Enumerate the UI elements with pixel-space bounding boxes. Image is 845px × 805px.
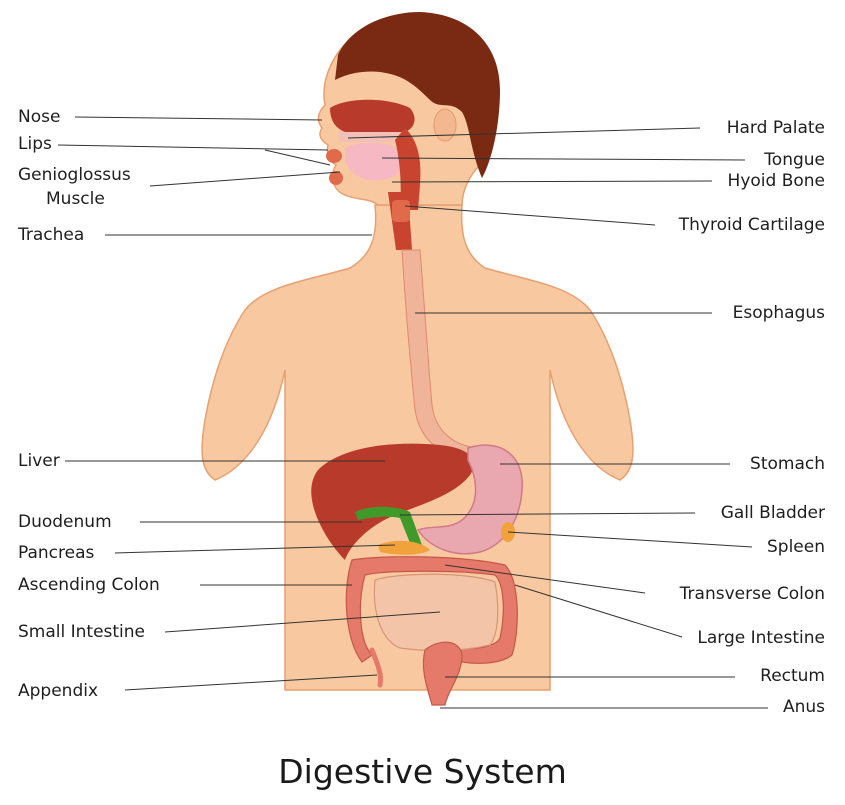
label-thyroid-cartilage: Thyroid Cartilage xyxy=(678,215,825,235)
diagram-title: Digestive System xyxy=(278,752,567,791)
leader-small-intestine xyxy=(164,611,441,633)
label-anus: Anus xyxy=(782,697,825,717)
leader-tongue xyxy=(381,157,746,161)
label-large-intestine: Large Intestine xyxy=(697,628,825,648)
label-ascending-colon: Ascending Colon xyxy=(18,575,160,595)
label-esophagus: Esophagus xyxy=(732,303,825,323)
leader-hard-palate xyxy=(347,127,701,139)
label-liver: Liver xyxy=(18,451,60,471)
pharynx xyxy=(395,128,421,210)
leader-hyoid xyxy=(391,180,713,183)
ear xyxy=(433,108,457,142)
label-hard-palate: Hard Palate xyxy=(726,118,825,138)
label-hyoid-bone: Hyoid Bone xyxy=(727,171,825,191)
leader-lines xyxy=(57,116,768,709)
leader-pancreas xyxy=(114,544,396,554)
nasal-cavity xyxy=(330,99,415,132)
label-gall-bladder: Gall Bladder xyxy=(720,503,825,523)
label-genioglossus-line2: Muscle xyxy=(46,189,105,209)
label-lips: Lips xyxy=(18,134,52,154)
leader-genioglossus xyxy=(149,171,341,187)
appendix-shape xyxy=(369,647,383,688)
leader-large-intestine xyxy=(514,584,683,638)
label-stomach: Stomach xyxy=(750,454,825,474)
label-nose: Nose xyxy=(18,107,61,127)
lips-shape xyxy=(326,149,342,163)
stomach-shape xyxy=(416,444,523,555)
leader-appendix xyxy=(124,674,378,691)
label-duodenum: Duodenum xyxy=(18,512,112,532)
label-tongue: Tongue xyxy=(764,150,825,170)
rectum-shape xyxy=(422,641,463,706)
label-small-intestine: Small Intestine xyxy=(18,622,146,642)
hair xyxy=(335,12,500,178)
leader-gall-bladder xyxy=(399,512,696,516)
label-pancreas: Pancreas xyxy=(18,543,95,563)
leader-nose xyxy=(74,116,323,121)
leader-thyroid xyxy=(404,205,656,226)
gall-bladder-shape xyxy=(355,506,422,548)
label-appendix: Appendix xyxy=(18,681,99,701)
leader-lips-1 xyxy=(57,144,329,151)
label-trachea: Trachea xyxy=(18,225,85,245)
label-rectum: Rectum xyxy=(760,666,825,686)
label-transverse-colon: Transverse Colon xyxy=(679,584,825,604)
leader-transverse-colon xyxy=(444,564,646,594)
thyroid-shape xyxy=(392,200,410,222)
tongue-shape xyxy=(345,142,406,181)
label-spleen: Spleen xyxy=(767,537,825,557)
lips-lower-shape xyxy=(329,171,343,185)
liver-shape xyxy=(311,443,474,560)
label-genioglossus-line1: Genioglossus xyxy=(18,165,131,185)
colon-shape xyxy=(345,556,518,664)
leader-lips-2 xyxy=(264,149,331,166)
pancreas-shape xyxy=(378,540,430,555)
leader-spleen xyxy=(507,531,753,548)
